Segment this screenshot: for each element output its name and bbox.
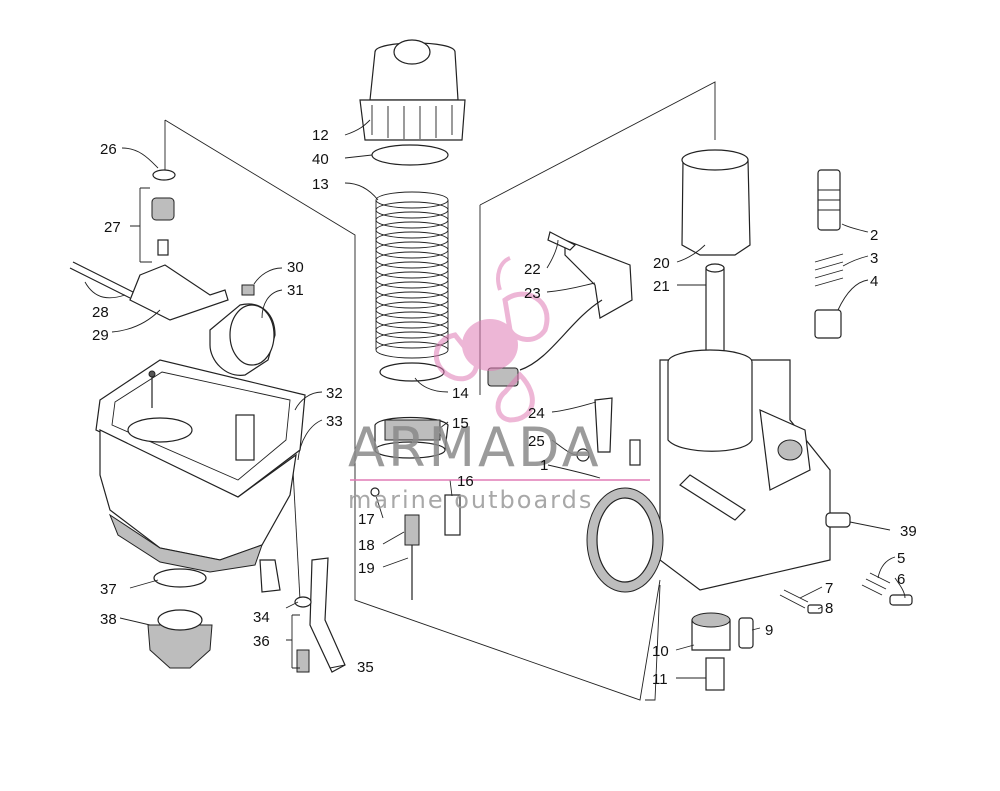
top-cap-part bbox=[359, 39, 466, 166]
callout-38: 38 bbox=[100, 611, 117, 628]
callout-8: 8 bbox=[825, 600, 833, 617]
callout-17: 17 bbox=[358, 511, 375, 528]
spring-coil bbox=[375, 271, 449, 289]
drain-plug-part bbox=[147, 568, 213, 669]
callout-9: 9 bbox=[765, 622, 773, 639]
callout-28: 28 bbox=[92, 304, 109, 321]
callout-6: 6 bbox=[897, 571, 905, 588]
leader-lines bbox=[84, 119, 906, 679]
spring-coil bbox=[375, 281, 449, 299]
callout-21: 21 bbox=[653, 278, 670, 295]
callout-10: 10 bbox=[652, 643, 669, 660]
callout-29: 29 bbox=[92, 327, 109, 344]
spring-coil bbox=[375, 221, 449, 239]
armada-logo-mark bbox=[433, 256, 550, 423]
callout-25: 25 bbox=[528, 433, 545, 450]
spring-coil bbox=[375, 321, 449, 339]
callout-35: 35 bbox=[357, 659, 374, 676]
carburetor-body-part bbox=[586, 349, 831, 593]
watermark-brand: ARMADA bbox=[348, 416, 602, 479]
callout-1: 1 bbox=[540, 457, 548, 474]
callout-26: 26 bbox=[100, 141, 117, 158]
callout-39: 39 bbox=[900, 523, 917, 540]
callout-24: 24 bbox=[528, 405, 545, 422]
callout-2: 2 bbox=[870, 227, 878, 244]
assembly-frame-lines bbox=[164, 81, 716, 701]
callout-40: 40 bbox=[312, 151, 329, 168]
callout-33: 33 bbox=[326, 413, 343, 430]
callout-11: 11 bbox=[652, 671, 668, 688]
callout-13: 13 bbox=[312, 176, 329, 193]
float-arm-part bbox=[69, 261, 229, 321]
callout-4: 4 bbox=[870, 273, 878, 290]
small-hardware-parts bbox=[576, 397, 913, 691]
spring-coil bbox=[375, 191, 449, 209]
watermark-divider bbox=[350, 479, 650, 481]
spring-coil bbox=[375, 231, 449, 249]
callout-18: 18 bbox=[358, 537, 375, 554]
vent-hose-part bbox=[294, 557, 346, 673]
callout-22: 22 bbox=[524, 261, 541, 278]
spring-coil bbox=[375, 211, 449, 229]
callout-15: 15 bbox=[452, 415, 469, 432]
callout-16: 16 bbox=[457, 473, 474, 490]
cable-bracket-part bbox=[487, 231, 633, 387]
float-part bbox=[209, 284, 276, 376]
throttle-slide-part bbox=[681, 149, 751, 369]
needle-assembly-part bbox=[370, 362, 461, 600]
armada-watermark: ARMADA marine outboards bbox=[348, 256, 650, 514]
callout-5: 5 bbox=[897, 550, 905, 567]
callout-23: 23 bbox=[524, 285, 541, 302]
callout-3: 3 bbox=[870, 250, 878, 267]
callout-20: 20 bbox=[653, 255, 670, 272]
float-bowl-part bbox=[95, 359, 306, 593]
pilot-screw-part bbox=[814, 169, 844, 339]
needle-valve-part bbox=[151, 169, 176, 256]
spring-coil bbox=[375, 251, 449, 269]
callout-12: 12 bbox=[312, 127, 329, 144]
spring-part bbox=[375, 191, 449, 359]
part-callouts: 1 2 3 4 5 6 7 8 9 10 11 12 13 14 15 16 1… bbox=[92, 127, 917, 688]
callout-37: 37 bbox=[100, 581, 117, 598]
callout-30: 30 bbox=[287, 259, 304, 276]
callout-19: 19 bbox=[358, 560, 375, 577]
callout-32: 32 bbox=[326, 385, 343, 402]
callout-36: 36 bbox=[253, 633, 270, 650]
spring-coil bbox=[375, 291, 449, 309]
spring-coil bbox=[375, 311, 449, 329]
callout-7: 7 bbox=[825, 580, 833, 597]
spring-coil bbox=[375, 301, 449, 319]
watermark-tagline: marine outboards bbox=[348, 486, 593, 514]
callout-34: 34 bbox=[253, 609, 270, 626]
spring-coil bbox=[375, 261, 449, 279]
spring-coil bbox=[375, 241, 449, 259]
callout-31: 31 bbox=[287, 282, 304, 299]
spring-coil bbox=[375, 201, 449, 219]
callout-27: 27 bbox=[104, 219, 121, 236]
callout-14: 14 bbox=[452, 385, 469, 402]
